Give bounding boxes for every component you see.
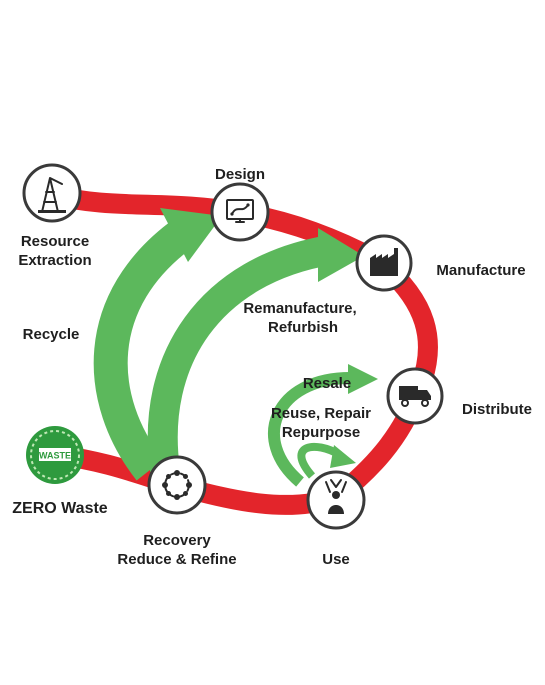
resource-extraction-label-2: Extraction [18,252,91,269]
reuse-label-1: Reuse, Repair [271,405,371,422]
design-label: Design [215,166,265,183]
recovery-label-2: Reduce & Refine [117,551,236,568]
factory-icon [370,248,398,276]
resource-extraction-node: Resource Extraction [18,163,92,269]
zero-waste-label: ZERO Waste [12,500,108,517]
truck-icon [399,386,431,407]
monitor-design-icon [226,199,254,223]
recovery-node: Recovery Reduce & Refine [117,455,237,568]
resale-arrow [268,364,378,487]
remanufacture-arrow [147,228,364,473]
manufacture-node: Manufacture [355,234,526,292]
use-node: Use [306,470,366,568]
person-hands-icon [325,479,347,514]
recovery-label-1: Recovery [143,532,211,549]
oil-rig-icon [38,177,66,213]
use-label: Use [322,551,350,568]
remanufacture-label-1: Remanufacture, [243,300,356,317]
recycle-arrow [93,208,222,481]
reuse-loop-arrow [297,442,356,479]
zero-waste-badge-icon: WASTE [39,451,71,461]
design-node: Design [210,166,270,242]
distribute-node: Distribute [386,367,532,425]
resource-extraction-label-1: Resource [21,233,89,250]
distribute-label: Distribute [462,401,532,418]
circular-dots-icon [162,470,192,500]
reuse-label-2: Repurpose [282,424,360,441]
resale-label: Resale [303,375,351,392]
manufacture-label: Manufacture [436,262,525,279]
remanufacture-label-2: Refurbish [268,319,338,336]
recycle-label: Recycle [23,326,80,343]
zero-waste-node: WASTE ZERO Waste [12,426,108,517]
